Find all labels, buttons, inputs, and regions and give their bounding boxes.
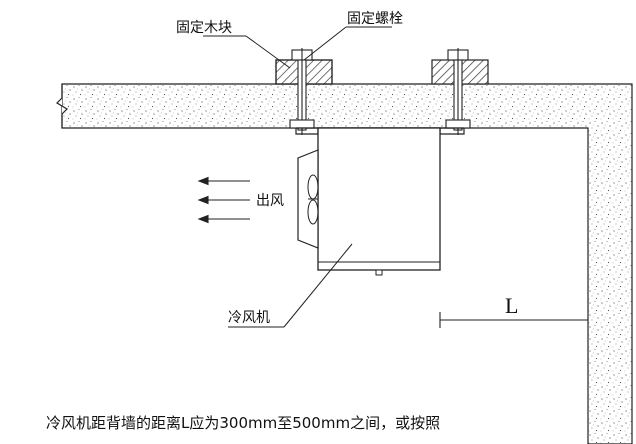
fan-icon	[307, 174, 319, 225]
air-cooler-body	[317, 127, 441, 271]
drain-outlet	[375, 269, 383, 276]
label-distance-l: L	[505, 293, 518, 318]
label-air-outlet: 出风	[256, 193, 284, 209]
slab-break-line	[56, 84, 68, 128]
label-fixing-wood-block: 固定木块	[176, 20, 232, 36]
leader-lines	[203, 26, 392, 328]
airflow-arrows	[197, 176, 250, 224]
label-fixing-bolt: 固定螺栓	[347, 11, 403, 27]
caption-text: 冷风机距背墙的距离L应为300mm至500mm之间，或按照	[46, 414, 440, 432]
label-air-cooler: 冷风机	[228, 310, 270, 326]
distance-dimension	[439, 312, 588, 328]
